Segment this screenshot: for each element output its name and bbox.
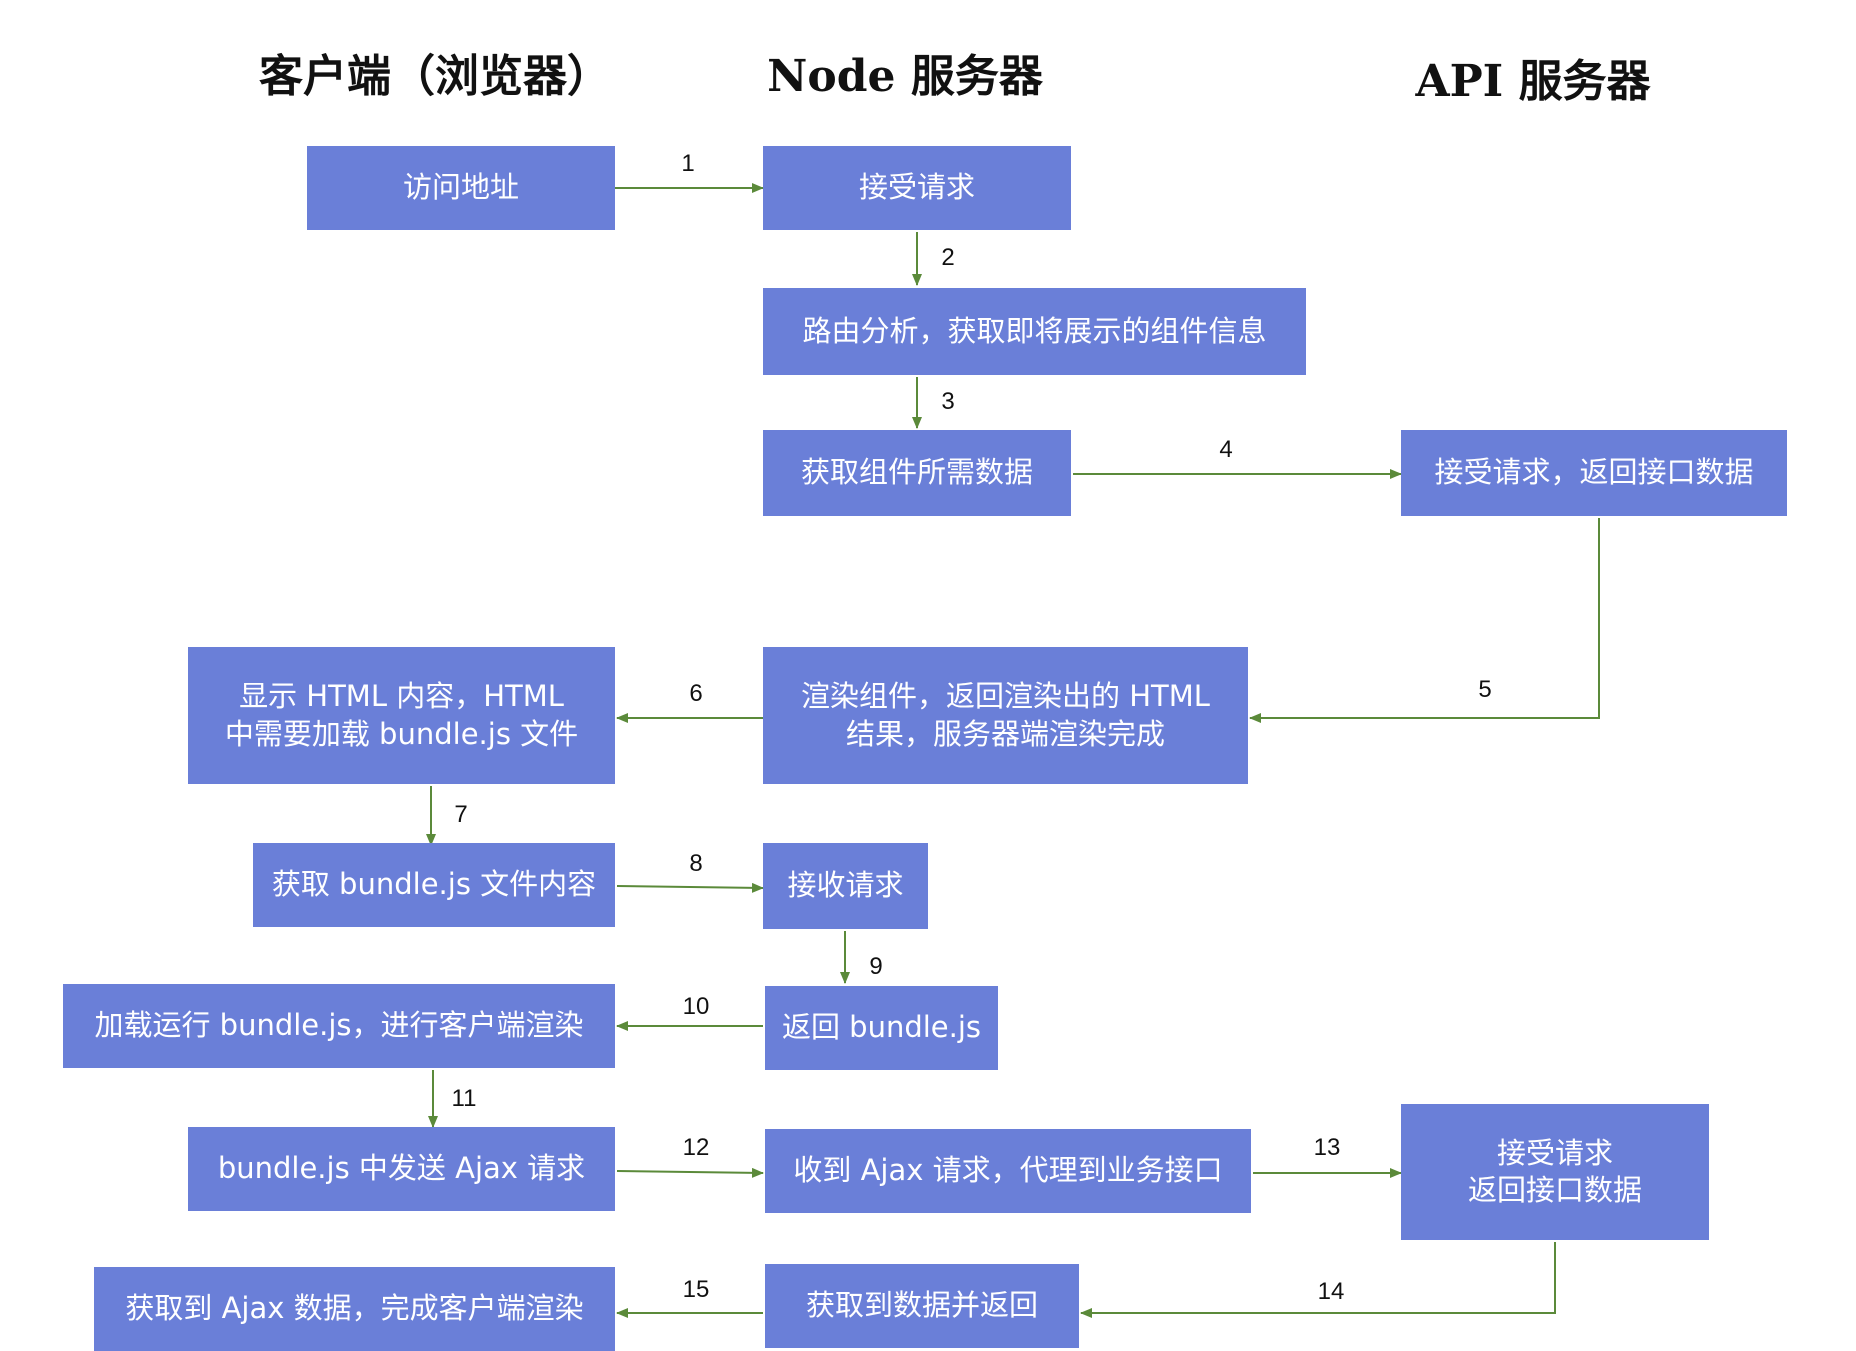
box-fetch: 获取组件所需数据 bbox=[763, 430, 1071, 516]
box-done: 获取到 Ajax 数据，完成客户端渲染 bbox=[94, 1267, 615, 1351]
step-8: 8 bbox=[689, 850, 703, 877]
box-get-data: 获取到数据并返回 bbox=[765, 1264, 1079, 1348]
box-display: 显示 HTML 内容，HTML 中需要加载 bundle.js 文件 bbox=[188, 647, 615, 784]
box-get-bundle: 获取 bundle.js 文件内容 bbox=[253, 843, 615, 927]
arrow-14 bbox=[1080, 1242, 1556, 1318]
step-15: 15 bbox=[682, 1276, 710, 1303]
step-3: 3 bbox=[941, 388, 955, 415]
box-receive: 接收请求 bbox=[763, 843, 928, 929]
step-5: 5 bbox=[1478, 676, 1492, 703]
box-accept: 接受请求 bbox=[763, 146, 1071, 230]
step-7: 7 bbox=[454, 801, 468, 828]
step-2: 2 bbox=[941, 244, 955, 271]
step-10: 10 bbox=[682, 993, 710, 1020]
arrow-12 bbox=[616, 1167, 764, 1178]
step-13: 13 bbox=[1313, 1134, 1341, 1161]
box-return-bundle: 返回 bundle.js bbox=[765, 986, 998, 1070]
header-node: Node 服务器 bbox=[767, 51, 1043, 102]
step-14: 14 bbox=[1317, 1278, 1345, 1305]
box-api-accept: 接受请求 返回接口数据 bbox=[1401, 1104, 1709, 1240]
header-client: 客户端（浏览器） bbox=[259, 51, 611, 102]
box-run-bundle: 加载运行 bundle.js，进行客户端渲染 bbox=[63, 984, 615, 1068]
step-1: 1 bbox=[681, 150, 695, 177]
header-api: API 服务器 bbox=[1415, 56, 1651, 107]
arrow-5 bbox=[1249, 518, 1600, 723]
box-route: 路由分析，获取即将展示的组件信息 bbox=[763, 288, 1306, 375]
step-6: 6 bbox=[689, 680, 703, 707]
step-9: 9 bbox=[869, 953, 883, 980]
box-render: 渲染组件，返回渲染出的 HTML 结果，服务器端渲染完成 bbox=[763, 647, 1248, 784]
box-send-ajax: bundle.js 中发送 Ajax 请求 bbox=[188, 1127, 615, 1211]
step-12: 12 bbox=[682, 1134, 710, 1161]
box-api-return: 接受请求，返回接口数据 bbox=[1401, 430, 1787, 516]
box-proxy: 收到 Ajax 请求，代理到业务接口 bbox=[765, 1129, 1251, 1213]
box-visit: 访问地址 bbox=[307, 146, 615, 230]
step-4: 4 bbox=[1219, 436, 1233, 463]
arrow-8 bbox=[616, 882, 764, 893]
step-11: 11 bbox=[451, 1085, 477, 1112]
